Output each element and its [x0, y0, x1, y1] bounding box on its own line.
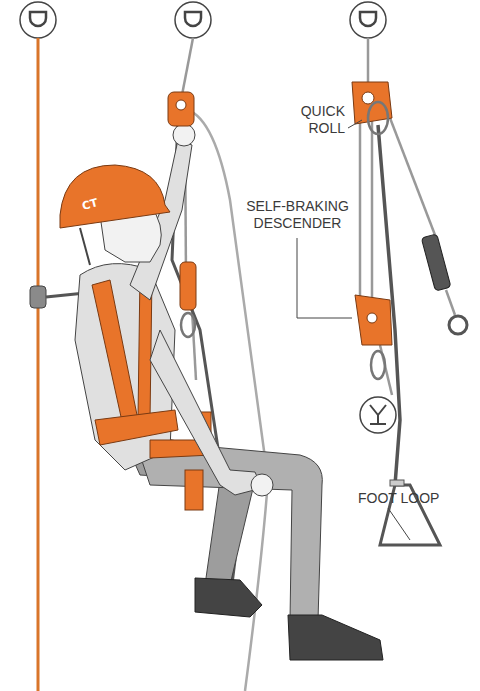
part-label: SELF-BRAKING DESCENDER [240, 198, 355, 232]
part-label: QUICK ROLL [275, 103, 345, 137]
part-label: FOOT LOOP [358, 490, 468, 507]
